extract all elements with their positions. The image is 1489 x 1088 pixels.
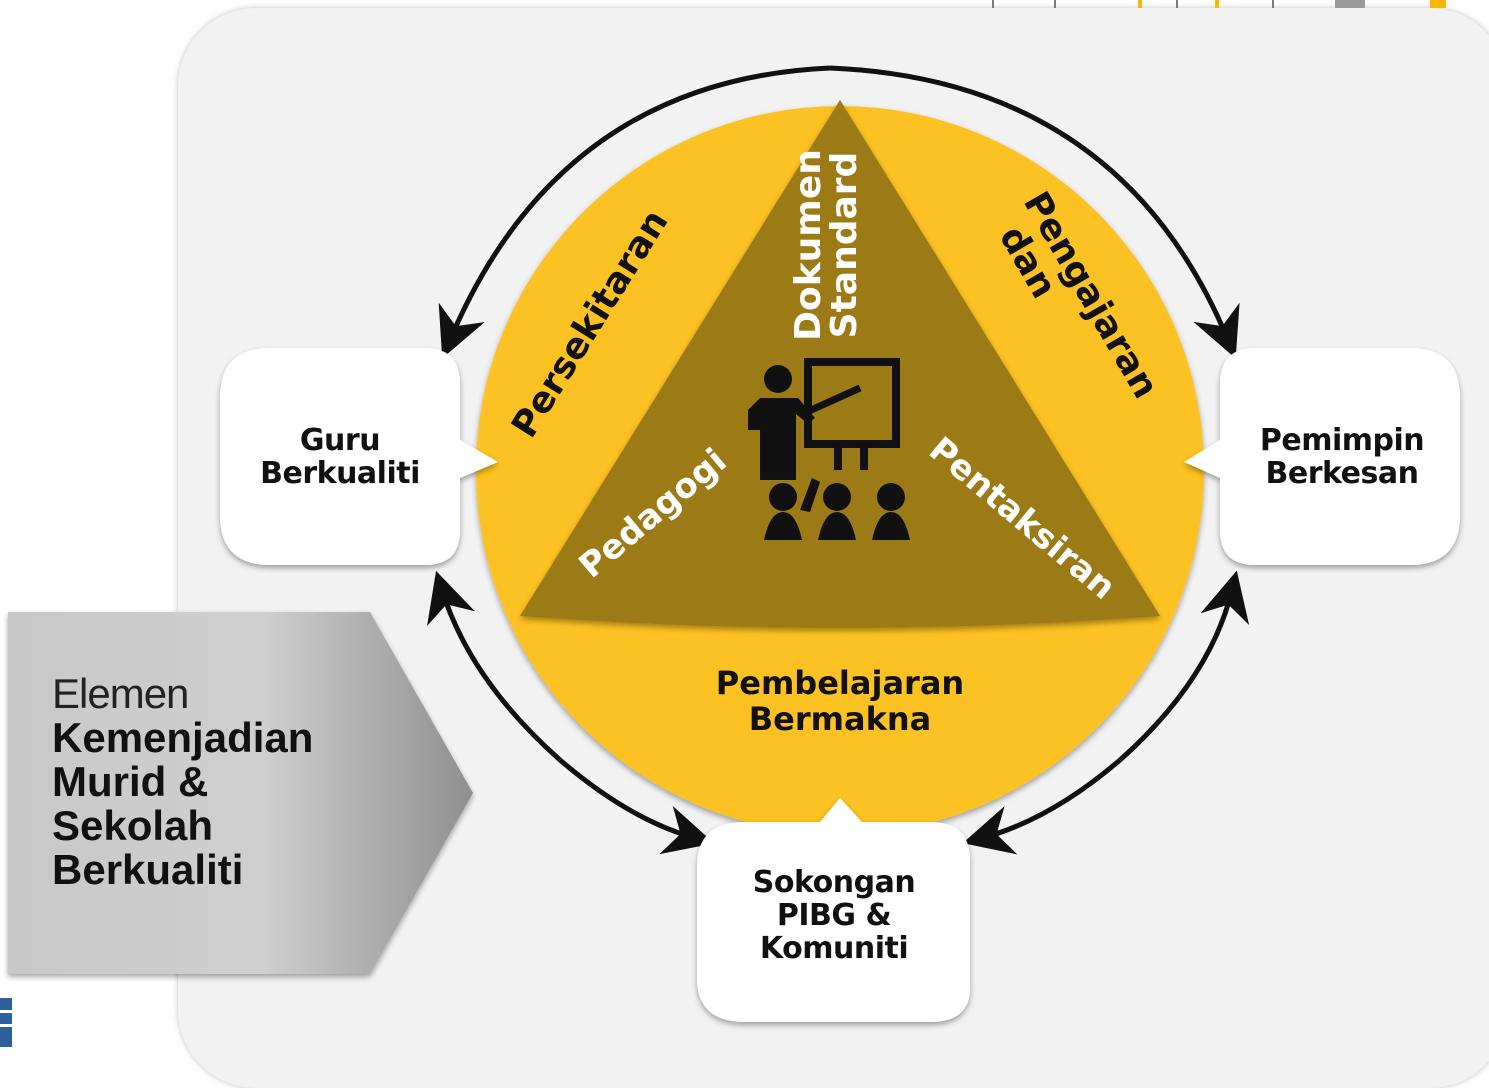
side-arrow-line5: Berkualiti	[52, 846, 244, 893]
node-guru-berkualiti	[220, 348, 498, 565]
node-sokongan-label: Sokongan PIBG & Komuniti	[705, 866, 963, 965]
node-guru-line1: Guru	[299, 423, 381, 458]
side-arrow-line4: Sekolah	[52, 802, 214, 849]
side-arrow-line3: Murid &	[52, 758, 209, 805]
side-arrow-line2: Kemenjadian	[52, 714, 314, 761]
node-pemimpin-line2: Berkesan	[1265, 456, 1419, 491]
node-pemimpin-berkesan	[1184, 348, 1460, 565]
arrow-top-left	[438, 65, 831, 359]
node-sokongan-line2: PIBG &	[776, 898, 892, 933]
node-sokongan-line3: Komuniti	[759, 931, 909, 966]
side-arrow: Elemen Kemenjadian Murid & Sekolah Berku…	[8, 612, 473, 974]
left-edge-mark	[0, 998, 12, 1047]
node-pemimpin-line1: Pemimpin	[1259, 423, 1425, 458]
node-guru-line2: Berkualiti	[260, 456, 420, 491]
label-pembelajaran: Pembelajaran	[716, 664, 964, 702]
side-arrow-shape	[8, 612, 473, 974]
node-sokongan-line1: Sokongan	[752, 865, 916, 900]
node-sokongan-pibg	[697, 798, 970, 1022]
arrow-top-right	[829, 65, 1240, 359]
arrow-bottom-left-a	[427, 570, 562, 762]
quality-school-diagram: Persekitaran Pengajaran dan Dokumen Stan…	[0, 65, 1460, 1047]
teacher-presentation-icon	[748, 358, 910, 540]
label-dokumen: Dokumen	[788, 149, 829, 341]
arrow-bottom-right-b	[962, 758, 1122, 855]
arrow-bottom-left-b	[558, 758, 715, 855]
side-arrow-line1: Elemen	[52, 670, 189, 717]
top-edge-marks	[990, 0, 1489, 8]
arrow-bottom-right-a	[1118, 570, 1250, 762]
label-standard: Standard	[824, 152, 865, 339]
label-bermakna: Bermakna	[749, 700, 931, 738]
node-guru-label: Guru Berkualiti	[230, 424, 450, 490]
node-pemimpin-label: Pemimpin Berkesan	[1228, 424, 1456, 490]
side-arrow-label: Elemen Kemenjadian Murid & Sekolah Berku…	[52, 672, 313, 892]
